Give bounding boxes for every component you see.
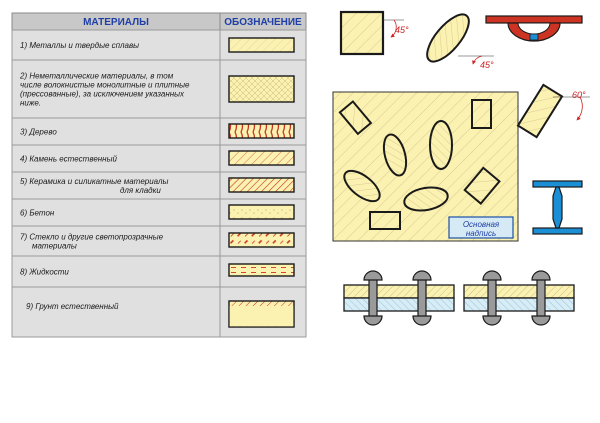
material-cell bbox=[11, 144, 221, 173]
soil-body bbox=[229, 306, 294, 327]
material-label: 2) Неметаллические материалы, в том bbox=[19, 72, 174, 81]
material-label: 8) Жидкости bbox=[20, 268, 69, 277]
material-label: 3) Дерево bbox=[20, 128, 57, 137]
material-label: материалы bbox=[32, 242, 77, 251]
title-block-line2: надпись bbox=[466, 229, 496, 238]
hatched-ellipse-example: 45° bbox=[426, 13, 494, 70]
hatch-sample-concrete bbox=[228, 204, 295, 220]
material-cell bbox=[11, 198, 221, 227]
table-row: 4) Камень естественный bbox=[11, 144, 307, 173]
angle-label-square: 45° bbox=[395, 25, 409, 35]
material-label: 9) Грунт естественный bbox=[26, 302, 119, 311]
material-label: 4) Камень естественный bbox=[20, 155, 117, 164]
materials-table: МАТЕРИАЛЫ ОБОЗНАЧЕНИЕ 1) Металлы и тверд… bbox=[11, 12, 307, 338]
header-materials: МАТЕРИАЛЫ bbox=[83, 17, 149, 28]
hatch-sample-liquid bbox=[228, 263, 295, 277]
hatch-sample-glass bbox=[228, 232, 295, 248]
table-row: 2) Неметаллические материалы, в томчисле… bbox=[11, 59, 307, 119]
header-designation: ОБОЗНАЧЕНИЕ bbox=[224, 17, 302, 28]
material-label: 7) Стекло и другие светопрозрачные bbox=[20, 233, 164, 242]
bearing-section-example bbox=[485, 15, 583, 42]
material-label: для кладки bbox=[120, 186, 161, 195]
table-row: 9) Грунт естественный bbox=[11, 286, 307, 338]
material-cell bbox=[11, 117, 221, 146]
table-row: 6) Бетон bbox=[11, 198, 307, 227]
hatch-sample-metal bbox=[228, 37, 295, 53]
table-row: 3) Дерево bbox=[11, 117, 307, 146]
material-cell bbox=[11, 225, 221, 257]
i-beam-example bbox=[532, 180, 583, 235]
rivet-joint-left bbox=[343, 270, 455, 326]
angle-label-ellipse: 45° bbox=[480, 60, 494, 70]
title-block bbox=[448, 216, 514, 239]
table-row: 7) Стекло и другие светопрозрачныематери… bbox=[11, 225, 307, 257]
material-label: 5) Керамика и силикатные материалы bbox=[20, 177, 169, 186]
material-label: 6) Бетон bbox=[20, 209, 55, 218]
hatch-sample-wood bbox=[228, 123, 295, 139]
hatched-square-example: 45° bbox=[339, 10, 409, 56]
hatch-sample-nonmetal bbox=[228, 75, 295, 103]
material-cell bbox=[11, 286, 221, 338]
material-cell bbox=[11, 59, 221, 119]
tilted-rect-example: 60° bbox=[516, 83, 590, 139]
material-label: (прессованные), за исключением указанных bbox=[20, 90, 185, 99]
rivet-joint-right bbox=[463, 270, 575, 326]
title-block-line1: Основная bbox=[463, 220, 500, 229]
material-label: числе волокнистые монолитные и плитные bbox=[20, 81, 190, 90]
section-plate-example: Основная надпись bbox=[332, 91, 519, 242]
angle-label-rect: 60° bbox=[572, 90, 586, 100]
material-cell bbox=[11, 171, 221, 200]
table-row: 8) Жидкости bbox=[11, 255, 307, 288]
hatch-sample-stone bbox=[228, 150, 295, 166]
hatch-sample-ceramic bbox=[228, 177, 295, 193]
table-row: 1) Металлы и твердые сплавы bbox=[11, 29, 307, 61]
material-label: ниже. bbox=[20, 99, 41, 108]
material-label: 1) Металлы и твердые сплавы bbox=[20, 41, 139, 50]
